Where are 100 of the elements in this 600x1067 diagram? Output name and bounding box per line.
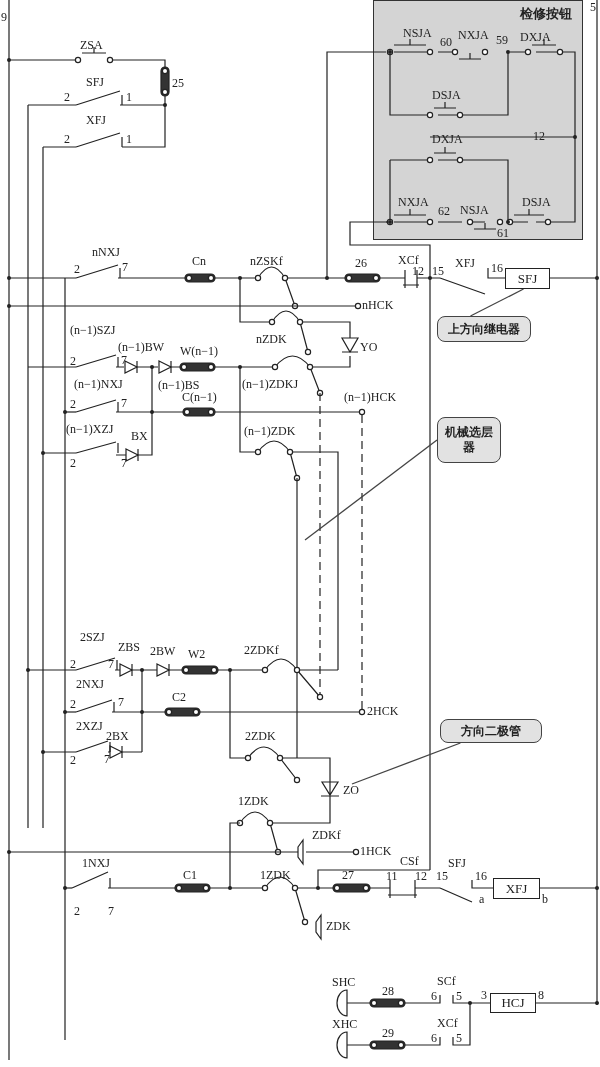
component-label: (n−1)ZDK (244, 425, 296, 438)
component-label: XFJ (86, 114, 106, 127)
component-label: C(n−1) (182, 391, 217, 404)
terminal-number: 7 (108, 658, 114, 671)
component-label: ZDKf (312, 829, 341, 842)
component-label: (n−1)BS (158, 379, 200, 392)
terminal-number: 2 (74, 905, 80, 918)
terminal-number: 25 (172, 77, 184, 90)
terminal-number: 7 (121, 397, 127, 410)
component-label: XCf (398, 254, 419, 267)
terminal-number: 62 (438, 205, 450, 218)
relay-box: XFJ (493, 878, 540, 899)
terminal-number: 7 (118, 696, 124, 709)
component-label: 2ZDKf (244, 644, 279, 657)
terminal-number: a (479, 893, 485, 906)
component-label: (n−1)XZJ (66, 423, 114, 436)
component-label: 1NXJ (82, 857, 110, 870)
terminal-number: 12 (533, 130, 545, 143)
component-label: 2BW (150, 645, 176, 658)
component-label: NSJA (403, 27, 432, 40)
component-label: 2NXJ (76, 678, 104, 691)
component-label: SFJ (86, 76, 105, 89)
component-label: C1 (183, 869, 197, 882)
component-label: ZDK (326, 920, 351, 933)
component-label: (n−1)HCK (344, 391, 397, 404)
component-label: SFJ (448, 857, 467, 870)
relay-box: SFJ (505, 268, 550, 289)
leader-line (351, 742, 462, 785)
terminal-number: 16 (491, 262, 503, 275)
component-label: NXJA (398, 196, 429, 209)
component-label: ZO (343, 784, 359, 797)
component-label: SCf (437, 975, 456, 988)
terminal-number: 2 (74, 263, 80, 276)
component-label: DXJA (520, 31, 551, 44)
component-label: SHC (332, 976, 356, 989)
terminal-number: 7 (121, 457, 127, 470)
terminal-number: 60 (440, 36, 452, 49)
terminal-number: 59 (496, 34, 508, 47)
component-label: 2SZJ (80, 631, 105, 644)
terminal-number: 5 (590, 1, 596, 14)
terminal-number: 7 (122, 261, 128, 274)
terminal-number: 16 (475, 870, 487, 883)
terminal-number: 2 (70, 658, 76, 671)
component-label: C2 (172, 691, 186, 704)
terminal-number: 2 (70, 698, 76, 711)
component-label: NXJA (458, 29, 489, 42)
callout-bubble: 机械选层器 (437, 417, 501, 463)
terminal-number: 9 (1, 11, 7, 24)
component-label: 1ZDK (260, 869, 291, 882)
leader-line (304, 439, 438, 541)
component-label: DSJA (522, 196, 551, 209)
terminal-number: 8 (538, 989, 544, 1002)
panel-title: 检修按钮 (520, 7, 572, 20)
component-label: 2ZDK (245, 730, 276, 743)
component-label: CSf (400, 855, 419, 868)
leader-line (469, 288, 525, 317)
terminal-number: 15 (436, 870, 448, 883)
terminal-number: 5 (456, 1032, 462, 1045)
component-label: XCf (437, 1017, 458, 1030)
terminal-number: 2 (70, 754, 76, 767)
component-label: nZSKf (250, 255, 283, 268)
terminal-number: 3 (481, 989, 487, 1002)
component-label: DXJA (432, 133, 463, 146)
terminal-number: 6 (431, 990, 437, 1003)
component-label: (n−1)BW (118, 341, 165, 354)
component-label: 2HCK (367, 705, 399, 718)
callout-bubble: 方向二极管 (440, 719, 542, 743)
component-label: NSJA (460, 204, 489, 217)
terminal-number: 12 (415, 870, 427, 883)
component-label: (n−1)NXJ (74, 378, 123, 391)
component-label: DSJA (432, 89, 461, 102)
component-label: YO (360, 341, 378, 354)
terminal-number: 2 (64, 91, 70, 104)
terminal-number: 1 (126, 133, 132, 146)
terminal-number: 6 (431, 1032, 437, 1045)
relay-box: HCJ (490, 993, 536, 1013)
component-label: ZBS (118, 641, 140, 654)
component-label: Cn (192, 255, 206, 268)
component-label: 1HCK (360, 845, 392, 858)
component-label: (n−1)SZJ (70, 324, 116, 337)
component-label: 2XZJ (76, 720, 103, 733)
terminal-number: 7 (121, 354, 127, 367)
terminal-number: 2 (64, 133, 70, 146)
terminal-number: 7 (108, 905, 114, 918)
component-label: ZSA (80, 39, 103, 52)
callout-bubble: 上方向继电器 (437, 316, 531, 342)
component-label: XFJ (455, 257, 475, 270)
terminal-number: 2 (70, 355, 76, 368)
terminal-number: 5 (456, 990, 462, 1003)
component-label: XHC (332, 1018, 358, 1031)
terminal-number: b (542, 893, 548, 906)
button-panel (373, 0, 583, 240)
terminal-number: 2 (70, 457, 76, 470)
terminal-number: 27 (342, 869, 354, 882)
terminal-number: 7 (104, 753, 110, 766)
component-label: W2 (188, 648, 206, 661)
terminal-number: 15 (432, 265, 444, 278)
component-label: BX (131, 430, 148, 443)
component-label: nHCK (362, 299, 394, 312)
component-label: nNXJ (92, 246, 120, 259)
